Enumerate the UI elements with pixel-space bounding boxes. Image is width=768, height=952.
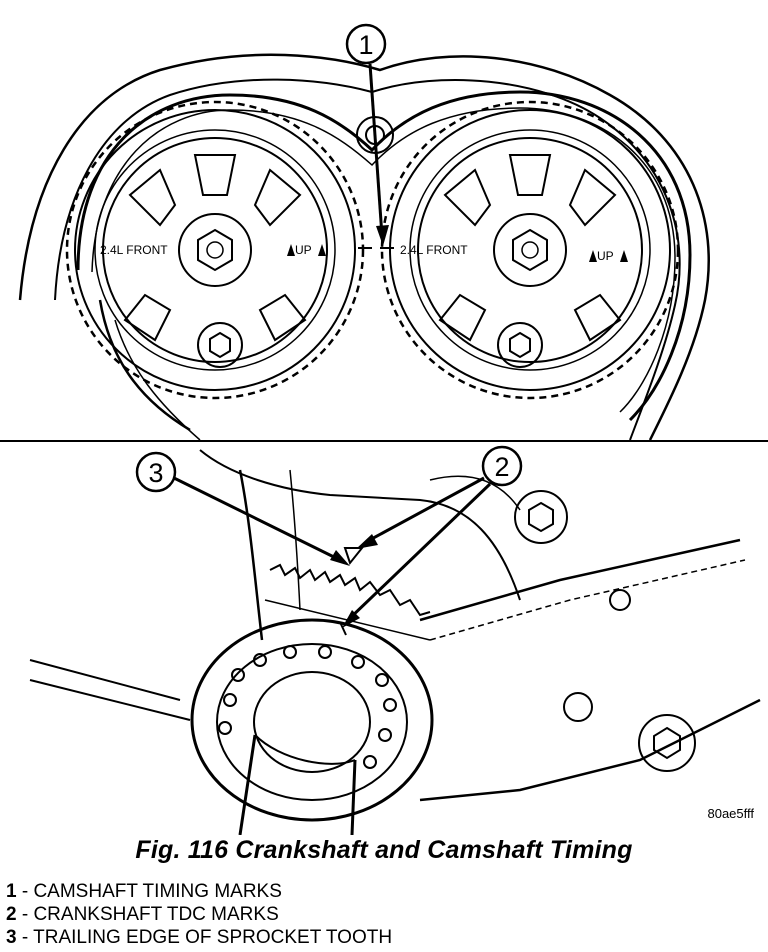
- crank-belt: [419, 538, 741, 622]
- engine-bolt-bottom: [638, 714, 696, 772]
- callout-2: 2: [342, 445, 523, 628]
- legend-item: 1 - CAMSHAFT TIMING MARKS: [6, 880, 392, 903]
- legend: 1 - CAMSHAFT TIMING MARKS 2 - CRANKSHAFT…: [6, 880, 392, 949]
- legend-number: 2: [6, 904, 17, 925]
- crankshaft-hub: [190, 618, 434, 822]
- left-camshaft-sprocket: [65, 100, 365, 400]
- svg-text:3: 3: [148, 458, 163, 488]
- engine-bolt-top: [514, 490, 568, 544]
- crankshaft: [238, 734, 357, 835]
- crank-tdc-mark-upper: [343, 547, 365, 566]
- up-arrow-icons: [287, 244, 628, 262]
- legend-item: 2 - CRANKSHAFT TDC MARKS: [6, 903, 392, 926]
- crank-tdc-mark-lower: [339, 621, 347, 636]
- crank-sprocket-teeth: [269, 563, 431, 617]
- legend-text: - CRANKSHAFT TDC MARKS: [16, 904, 279, 925]
- callout-1: 1: [345, 23, 389, 246]
- right-up-label: UP: [597, 249, 614, 263]
- image-code: 80ae5fff: [707, 806, 754, 821]
- left-front-label: 2.4L FRONT: [100, 243, 168, 257]
- right-camshaft-sprocket: [380, 100, 680, 400]
- legend-text: - TRAILING EDGE OF SPROCKET TOOTH: [16, 927, 393, 948]
- cam-belt: [76, 90, 692, 422]
- right-front-label: 2.4L FRONT: [400, 243, 468, 257]
- legend-text: - CAMSHAFT TIMING MARKS: [16, 881, 282, 902]
- hub-bolt-holes: [218, 645, 397, 769]
- legend-number: 3: [6, 927, 17, 948]
- camshaft-panel: [18, 53, 710, 440]
- legend-number: 1: [6, 881, 17, 902]
- svg-text:2: 2: [494, 452, 509, 482]
- left-up-label: UP: [295, 243, 312, 257]
- callout-3: 3: [135, 451, 350, 566]
- svg-text:1: 1: [358, 30, 373, 60]
- crankshaft-panel: [29, 449, 761, 835]
- legend-item: 3 - TRAILING EDGE OF SPROCKET TOOTH: [6, 926, 392, 949]
- timing-cover-outline: [18, 53, 710, 440]
- figure-caption: Fig. 116 Crankshaft and Camshaft Timing: [135, 836, 633, 864]
- timing-diagram: 2.4L FRONT UP 2.4L FRONT UP: [0, 23, 768, 835]
